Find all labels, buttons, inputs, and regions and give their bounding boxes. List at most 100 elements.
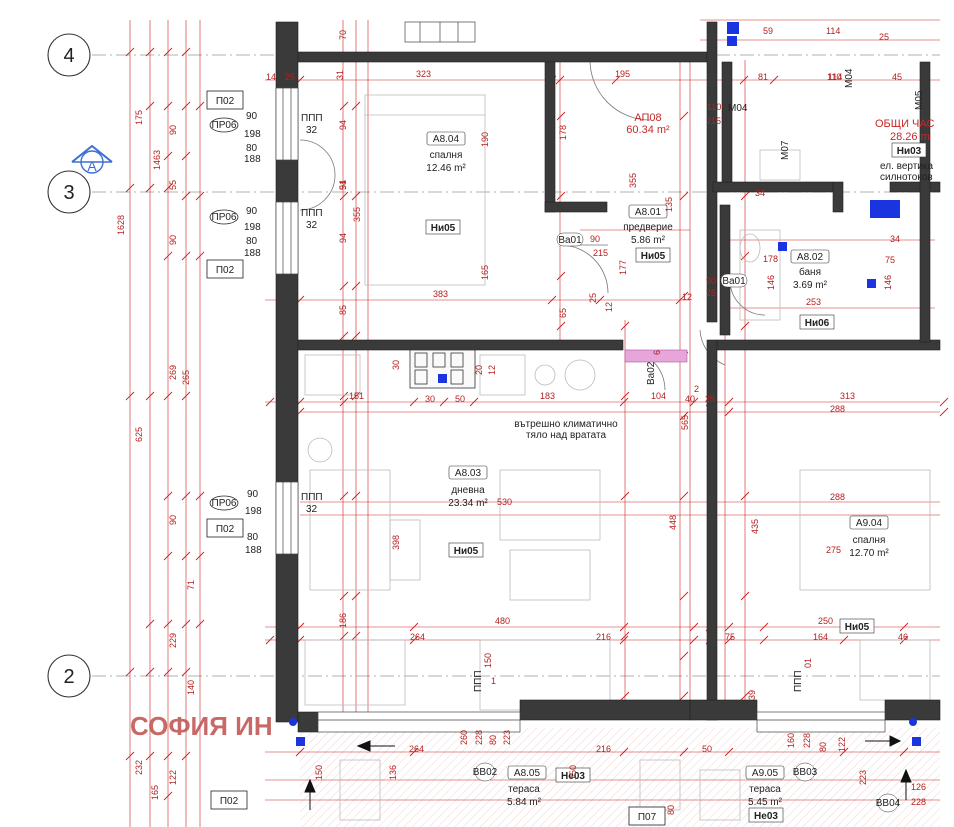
floor-tag: Ни05	[431, 223, 456, 234]
svg-text:ППП: ППП	[301, 113, 323, 124]
svg-text:146: 146	[883, 275, 893, 290]
svg-text:565: 565	[680, 415, 690, 430]
dimension-label: 20	[474, 365, 484, 375]
room-code: A9.04	[856, 518, 883, 529]
window-openings	[275, 21, 886, 733]
dimension-label: 160	[786, 733, 796, 748]
svg-text:Ва01: Ва01	[722, 276, 746, 287]
room-A8-03: A8.03 дневна 23.34 m²	[448, 465, 488, 509]
floor-tag: Ни05	[845, 622, 870, 633]
svg-text:186: 186	[338, 613, 348, 628]
svg-text:232: 232	[134, 760, 144, 775]
svg-text:85: 85	[338, 305, 348, 315]
svg-text:188: 188	[244, 248, 261, 259]
window-type-tag: ПР06	[212, 212, 237, 223]
dimension-label: 2	[694, 384, 699, 394]
dimension-label: 75	[725, 632, 735, 642]
dimension-label: 126	[911, 782, 926, 792]
room-code: A8.05	[514, 768, 541, 779]
dimension-label: 260	[459, 730, 469, 745]
dimension-label: 39	[747, 690, 757, 700]
svg-text:216: 216	[596, 632, 611, 642]
svg-text:М05: М05	[914, 90, 925, 110]
svg-text:90: 90	[246, 111, 258, 122]
svg-text:146: 146	[766, 275, 776, 290]
dimension-label: 114	[828, 72, 842, 82]
common-area-title: ОБЩИ ЧАС	[875, 118, 934, 130]
svg-text:250: 250	[818, 616, 833, 626]
svg-text:32: 32	[306, 504, 318, 515]
dimension-label: 275	[826, 545, 841, 555]
room-A9-04: A9.04 спалня 12.70 m²	[849, 515, 889, 559]
window-type-tag: ПР06	[212, 498, 237, 509]
svg-text:195: 195	[615, 69, 630, 79]
dimension-label: 122	[837, 737, 847, 752]
svg-text:104: 104	[651, 391, 666, 401]
dimension-label: 75	[885, 255, 895, 265]
svg-text:288: 288	[830, 404, 845, 414]
section-marker	[71, 144, 113, 174]
floor-tag: Ни05	[641, 251, 666, 262]
dimension-label: 70	[338, 30, 348, 40]
window-tag: П02	[216, 265, 235, 276]
svg-text:90: 90	[168, 125, 178, 135]
svg-text:151: 151	[349, 391, 364, 401]
svg-text:398: 398	[391, 535, 401, 550]
svg-text:165: 165	[150, 785, 160, 800]
dimension-label: 150	[483, 653, 493, 668]
room-area: 23.34 m²	[448, 498, 488, 509]
svg-text:198: 198	[245, 506, 262, 517]
room-name: спалня	[853, 535, 886, 546]
svg-text:183: 183	[540, 391, 555, 401]
dimension-label: 50	[455, 394, 465, 404]
svg-text:198: 198	[244, 129, 261, 140]
section-marker-label: A	[87, 158, 97, 174]
common-area: ОБЩИ ЧАС 28.26 m	[875, 118, 934, 143]
door-tags: Ва01 Ва01 Ва02 М04 М07 М04 М05 ВВ02 ВВ03…	[473, 68, 925, 813]
svg-text:135: 135	[664, 197, 674, 212]
room-code: A8.03	[455, 468, 482, 479]
svg-text:М07: М07	[780, 140, 791, 160]
room-area: 5.86 m²	[631, 235, 666, 246]
svg-text:65: 65	[558, 308, 568, 318]
svg-text:94: 94	[338, 120, 348, 130]
svg-text:80: 80	[246, 143, 258, 154]
dimension-label: 45	[892, 72, 902, 82]
dimension-label: 34	[755, 188, 765, 198]
svg-text:46: 46	[898, 632, 908, 642]
window-type-tag: ПР06	[212, 120, 237, 131]
dimension-label: 90	[706, 276, 716, 286]
svg-text:383: 383	[433, 289, 448, 299]
svg-text:190: 190	[480, 132, 490, 147]
svg-text:силнотоков: силнотоков	[880, 172, 933, 183]
svg-text:122: 122	[168, 770, 178, 785]
svg-text:90: 90	[168, 515, 178, 525]
svg-text:355: 355	[352, 207, 362, 222]
svg-text:188: 188	[245, 545, 262, 556]
room-area: 12.70 m²	[849, 548, 889, 559]
svg-text:51: 51	[338, 180, 348, 190]
slope-arrows	[304, 735, 912, 810]
svg-text:тяло над вратата: тяло над вратата	[526, 430, 606, 441]
svg-text:50: 50	[702, 744, 712, 754]
dimension-label: 1	[491, 676, 496, 686]
room-name: дневна	[451, 485, 485, 496]
svg-text:313: 313	[840, 391, 855, 401]
room-A8-05: A8.05 тераса 5.84 m²	[507, 765, 547, 808]
dimension-label: 6	[652, 350, 662, 355]
svg-text:178: 178	[558, 125, 568, 140]
svg-text:448: 448	[668, 515, 678, 530]
room-A8-02: A8.02 баня 3.69 m²	[790, 249, 830, 291]
svg-text:323: 323	[416, 69, 431, 79]
room-area: 12.46 m²	[426, 163, 466, 174]
duct-marker	[624, 349, 688, 363]
svg-text:80: 80	[246, 236, 258, 247]
room-area: 3.69 m²	[793, 280, 828, 291]
window-tag: П02	[216, 524, 235, 535]
room-area: 5.45 m²	[748, 797, 783, 808]
dimension-label: 80	[488, 735, 498, 745]
kitchen-counter	[409, 349, 476, 389]
watermark: СОФИЯ ИН	[130, 711, 273, 741]
dimension-label: 215	[706, 116, 721, 126]
